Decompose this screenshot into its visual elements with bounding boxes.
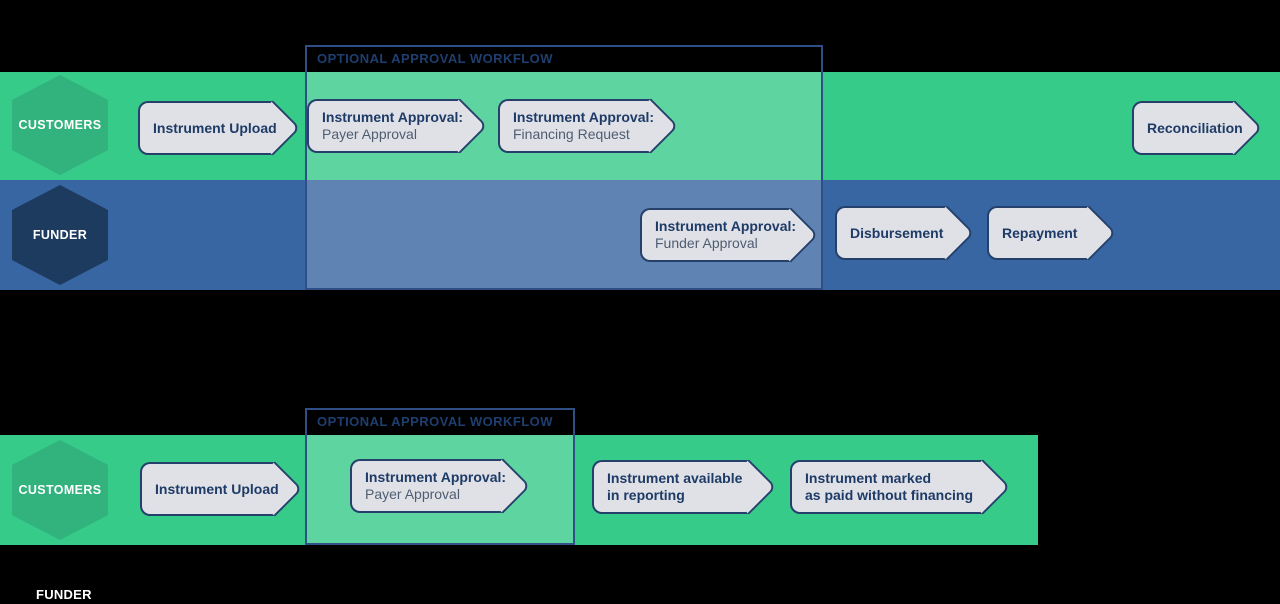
step-instrument-approval-payer-top: Instrument Approval: Payer Approval	[307, 99, 464, 153]
step-title: Repayment	[1002, 224, 1078, 241]
optional-box-title: OPTIONAL APPROVAL WORKFLOW	[317, 51, 553, 66]
step-title: Instrument marked	[805, 470, 932, 486]
step-subtitle: in reporting	[607, 487, 685, 503]
step-instrument-upload-bottom: Instrument Upload	[140, 462, 279, 516]
step-title: Instrument Upload	[155, 480, 279, 497]
step-repayment: Repayment	[987, 206, 1089, 260]
step-reconciliation: Reconciliation	[1132, 101, 1243, 155]
step-instrument-approval-funder: Instrument Approval: Funder Approval	[640, 208, 797, 262]
step-subtitle: as paid without financing	[805, 487, 973, 503]
customers-hexagon-label: CUSTOMERS	[18, 118, 102, 132]
step-subtitle: Payer Approval	[365, 486, 460, 502]
step-title: Instrument Approval:	[513, 109, 655, 125]
step-title: Instrument Approval:	[655, 218, 797, 234]
step-title: Disbursement	[850, 224, 944, 241]
step-instrument-available-in-reporting: Instrument available in reporting	[592, 460, 749, 514]
funder-hexagon-label-bottom: FUNDER	[36, 587, 92, 602]
step-title: Reconciliation	[1147, 119, 1243, 136]
step-disbursement: Disbursement	[835, 206, 947, 260]
step-instrument-approval-payer-bottom: Instrument Approval: Payer Approval	[350, 459, 507, 513]
optional-box-title: OPTIONAL APPROVAL WORKFLOW	[317, 414, 553, 429]
funder-hexagon-label: FUNDER	[32, 228, 88, 242]
step-subtitle: Funder Approval	[655, 235, 758, 251]
customers-hexagon-label: CUSTOMERS	[18, 483, 102, 497]
step-subtitle: Financing Request	[513, 126, 630, 142]
step-title: Instrument available	[607, 470, 743, 486]
step-subtitle: Payer Approval	[322, 126, 417, 142]
step-instrument-marked-as-paid: Instrument marked as paid without financ…	[790, 460, 983, 514]
step-instrument-upload-top: Instrument Upload	[138, 101, 277, 155]
step-title: Instrument Approval:	[365, 469, 507, 485]
step-title: Instrument Upload	[153, 119, 277, 136]
step-title: Instrument Approval:	[322, 109, 464, 125]
step-instrument-approval-financing: Instrument Approval: Financing Request	[498, 99, 655, 153]
